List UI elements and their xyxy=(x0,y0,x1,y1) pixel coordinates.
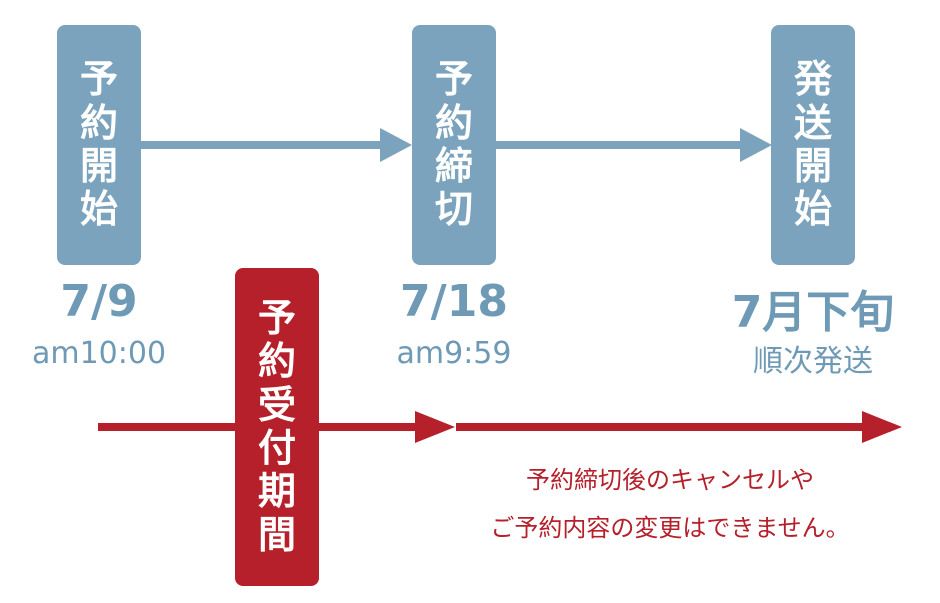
period-char: 受 xyxy=(257,382,296,427)
shipping-date: 7月下旬 xyxy=(731,287,895,338)
stage-char: 予 xyxy=(434,57,473,102)
reservation-period-box: 予 約 受 付 期 間 xyxy=(235,268,319,586)
stage-char: 始 xyxy=(79,187,118,232)
stage-char: 開 xyxy=(793,144,832,188)
stage-char: 締 xyxy=(434,144,473,188)
change-note: ご予約内容の変更はできません。 xyxy=(490,514,850,542)
period-char: 期 xyxy=(257,469,296,514)
period-char: 付 xyxy=(257,426,296,470)
stage-char: 予 xyxy=(79,57,118,102)
arrowhead-deadline xyxy=(380,128,412,162)
stage-char: 発 xyxy=(793,57,832,102)
stage-shipping-start: 発 送 開 始 xyxy=(771,25,855,265)
red-arrowhead-after xyxy=(862,411,902,443)
stage-char: 約 xyxy=(434,100,473,145)
deadline-date: 7/18 xyxy=(400,276,508,327)
stage-char: 開 xyxy=(79,144,118,188)
red-arrowhead-period xyxy=(415,411,455,443)
stage-char: 送 xyxy=(793,100,832,145)
start-time: am10:00 xyxy=(31,336,167,371)
stage-char: 約 xyxy=(79,100,118,145)
stage-reservation-start: 予 約 開 始 xyxy=(57,25,141,265)
arrowhead-shipping xyxy=(740,128,772,162)
deadline-time: am9:59 xyxy=(396,336,512,371)
period-char: 予 xyxy=(257,296,296,341)
start-date: 7/9 xyxy=(60,276,138,327)
cancellation-note: 予約締切後のキャンセルや xyxy=(526,466,814,494)
shipping-note: 順次発送 xyxy=(753,344,873,379)
period-char: 約 xyxy=(257,339,296,384)
stage-char: 切 xyxy=(434,187,473,232)
period-char: 間 xyxy=(257,512,296,557)
stage-reservation-deadline: 予 約 締 切 xyxy=(412,25,496,265)
stage-char: 始 xyxy=(793,187,832,232)
